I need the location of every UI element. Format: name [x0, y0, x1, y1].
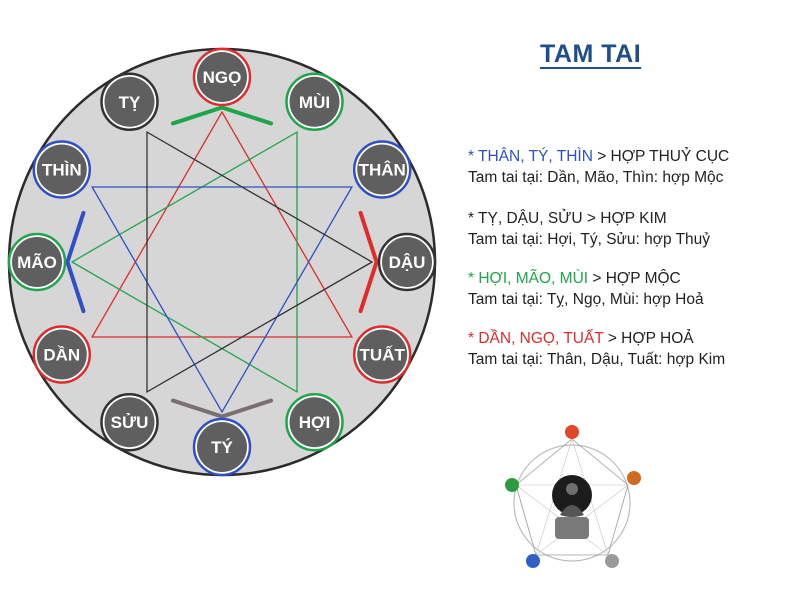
triangle-water-line: [90, 186, 354, 414]
branch-node: DẬU: [377, 232, 437, 292]
branch-node-disc: [289, 76, 340, 127]
branch-node-label: THÌN: [42, 161, 82, 180]
group-water-result: > HỢP THUỶ CỤC: [592, 148, 730, 165]
branch-nodes: NGỌ MÙI THÂN DẬU TUẤT HỢI TÝ SỬU DẦN MÃO THÌN TỴ: [7, 47, 437, 477]
triangle-metal-line: [146, 130, 374, 394]
group-wood: * HỢI, MÃO, MÙI > HỢP MỘC Tam tai tại: T…: [468, 268, 704, 310]
branch-node-label: THÂN: [359, 161, 406, 180]
separator-bottom: [170, 398, 274, 419]
mini-element-dot: [627, 471, 641, 485]
branch-node-disc: [197, 52, 247, 102]
group-metal-names: * TỴ, DẬU, SỬU: [468, 210, 583, 227]
group-metal-result: > HỢP KIM: [582, 210, 667, 227]
branch-node-label: MÙI: [299, 93, 330, 112]
group-water: * THÂN, TÝ, THÌN > HỢP THUỶ CỤC Tam tai …: [468, 146, 729, 188]
branch-node-disc: [104, 397, 155, 448]
group-fire-tamtai: Tam tai tại: Thân, Dậu, Tuất: hợp Kim: [468, 351, 726, 368]
branch-node-label: TỴ: [119, 93, 141, 112]
tam-tai-wheel: NGỌ MÙI THÂN DẬU TUẤT HỢI TÝ SỬU DẦN MÃO THÌN TỴ: [7, 47, 437, 477]
triangle-wood-line: [70, 130, 298, 394]
triangle-lines: [70, 110, 374, 414]
branch-node-label: DẬU: [389, 253, 426, 272]
mini-figure-base: [555, 517, 589, 539]
mini-element-dot: [526, 554, 540, 568]
branch-node-disc: [357, 329, 408, 380]
mini-ring: [513, 444, 631, 562]
branch-node-disc: [357, 144, 408, 195]
branch-node: MÙI: [285, 72, 344, 132]
branch-node: THÌN: [32, 140, 92, 199]
group-separators: [65, 105, 379, 419]
branch-node: TUẤT: [352, 325, 412, 384]
mini-element-dot: [505, 478, 519, 492]
group-metal-tamtai: Tam tai tại: Hợi, Tý, Sửu: hợp Thuỷ: [468, 231, 711, 248]
branch-node-label: TÝ: [211, 438, 233, 457]
mini-element-nodes: [505, 425, 641, 568]
mini-element-dot: [605, 554, 619, 568]
branch-node: MÃO: [7, 232, 67, 292]
branch-node: SỬU: [100, 392, 159, 452]
five-elements-mini-diagram: [505, 425, 641, 568]
branch-node-disc: [382, 237, 432, 287]
branch-node: TÝ: [192, 417, 252, 477]
branch-node-disc: [36, 144, 87, 195]
group-fire-names: * DẦN, NGỌ, TUẤT: [468, 330, 604, 347]
branch-node: NGỌ: [192, 47, 252, 107]
group-wood-names: * HỢI, MÃO, MÙI: [468, 270, 589, 287]
mini-figure-head: [566, 483, 578, 495]
group-water-names: * THÂN, TÝ, THÌN: [468, 148, 593, 165]
group-wood-result: > HỢP MỘC: [588, 270, 681, 287]
separator-left: [65, 210, 86, 314]
mini-figure-body: [560, 505, 584, 517]
branch-node-disc: [289, 397, 340, 448]
branch-node: DẦN: [32, 325, 92, 384]
branch-node-label: HỢI: [299, 413, 331, 432]
separator-right: [358, 210, 379, 314]
branch-node-disc: [197, 422, 247, 472]
branch-node: TỴ: [100, 72, 159, 132]
group-wood-tamtai: Tam tai tại: Tỵ, Ngọ, Mùi: hợp Hoả: [468, 291, 704, 308]
mini-element-dot: [565, 425, 579, 439]
separator-top: [170, 105, 274, 126]
branch-node-disc: [36, 329, 87, 380]
group-metal: * TỴ, DẬU, SỬU > HỢP KIM Tam tai tại: Hợ…: [468, 208, 710, 250]
page-title: TAM TAI: [540, 40, 642, 68]
branch-node-disc: [104, 76, 155, 127]
branch-node-label: TUẤT: [360, 346, 406, 365]
mini-pentagon: [515, 438, 629, 556]
triangle-fire-line: [90, 110, 354, 338]
group-fire-result: > HỢP HOẢ: [603, 330, 694, 347]
branch-node-label: NGỌ: [203, 68, 242, 87]
group-fire: * DẦN, NGỌ, TUẤT > HỢP HOẢ Tam tai tại: …: [468, 328, 725, 370]
branch-node: THÂN: [352, 140, 412, 199]
branch-node-label: SỬU: [111, 413, 149, 432]
branch-node: HỢI: [285, 392, 344, 452]
group-water-tamtai: Tam tai tại: Dần, Mão, Thìn: hợp Mộc: [468, 169, 724, 186]
branch-node-disc: [12, 237, 62, 287]
branch-node-label: MÃO: [17, 252, 57, 272]
branch-node-label: DẦN: [43, 346, 80, 365]
